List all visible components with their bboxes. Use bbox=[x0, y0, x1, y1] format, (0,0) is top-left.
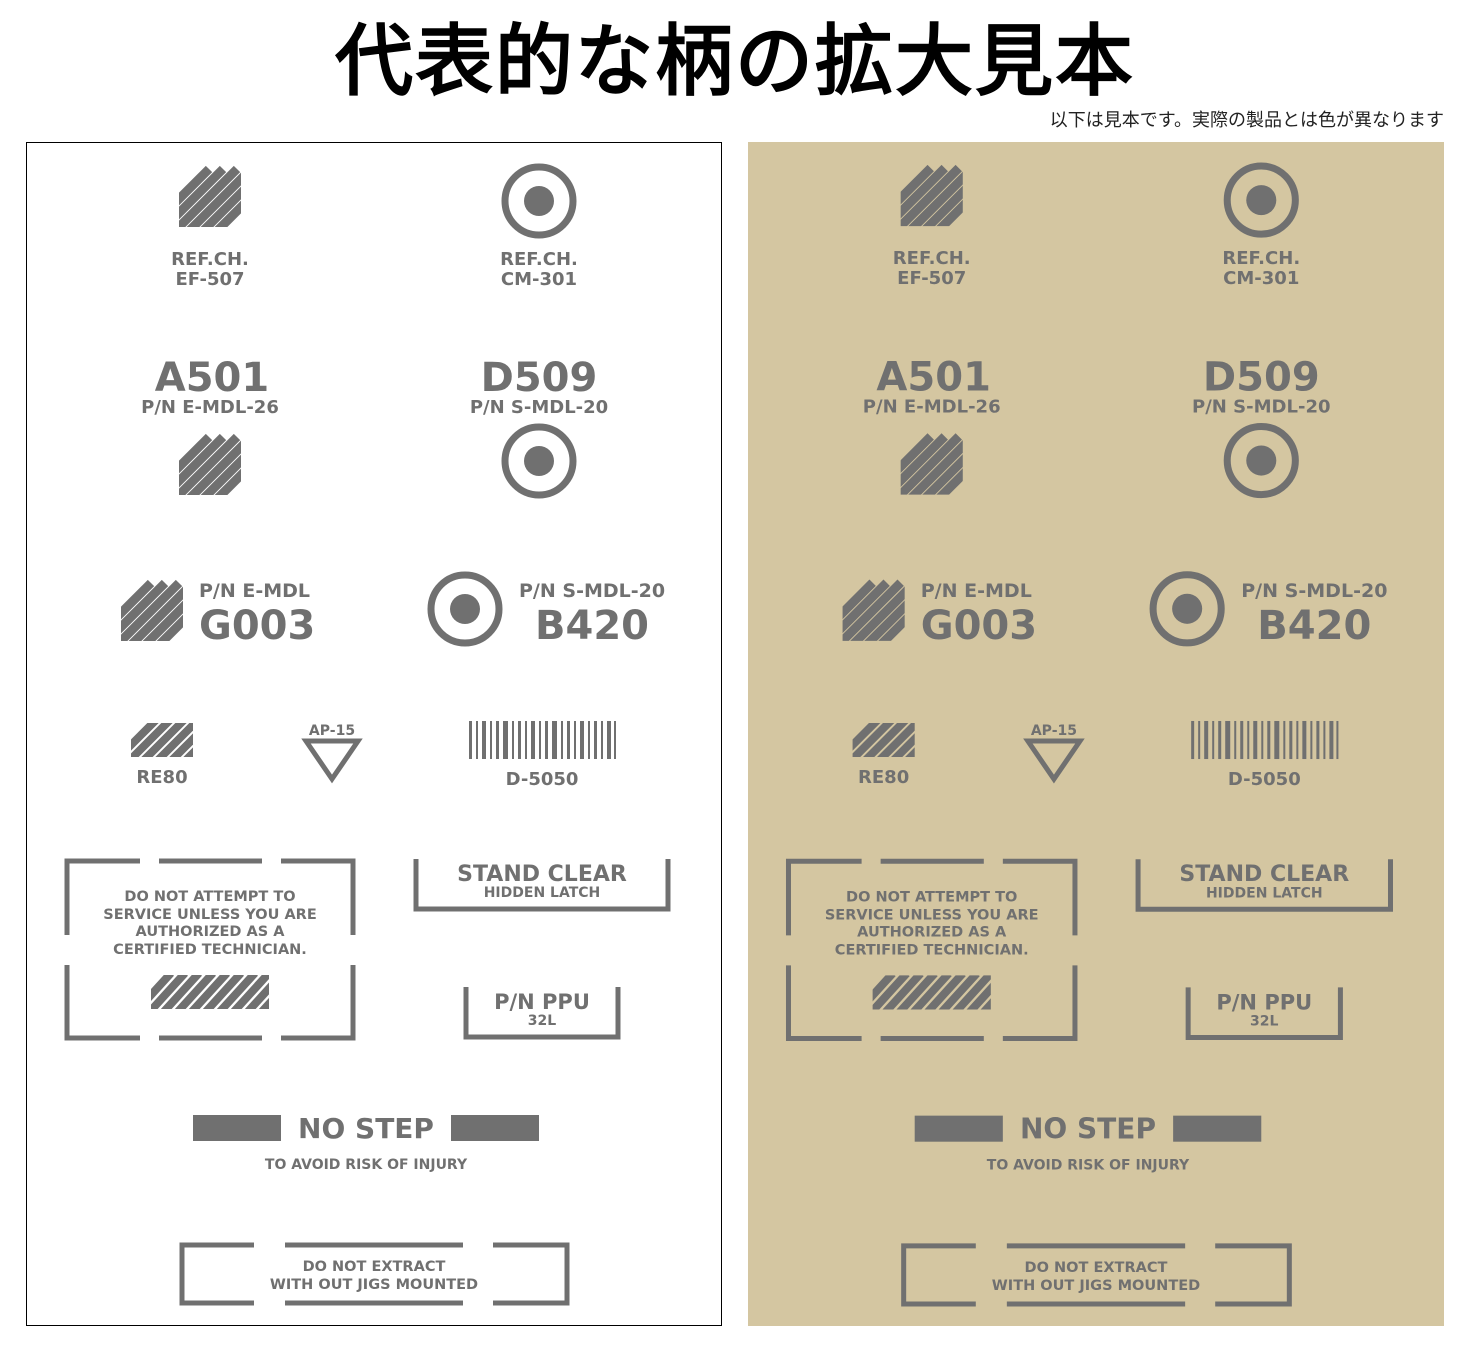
barcode-label: D-5050 bbox=[1228, 769, 1301, 790]
hazard-stripe-icon bbox=[900, 164, 963, 227]
warning-line-4: CERTIFIED TECHNICIAN. bbox=[113, 942, 307, 958]
tan-panel: REF.CH. EF-507 REF.CH. CM-301 A501 P/N E… bbox=[748, 142, 1444, 1326]
warning-bracket-frame bbox=[64, 858, 356, 1041]
warning-line-3: AUTHORIZED AS A bbox=[136, 924, 286, 940]
no-step-bar-left bbox=[914, 1115, 1003, 1142]
b420-part-number: P/N S-MDL-20 bbox=[1241, 580, 1387, 602]
no-step-title: NO STEP bbox=[1020, 1113, 1156, 1146]
hazard-stripe-icon bbox=[151, 975, 269, 1009]
warning-bracket-frame bbox=[785, 858, 1078, 1042]
warning-line-3: AUTHORIZED AS A bbox=[857, 924, 1007, 940]
g003-part-number: P/N E-MDL bbox=[921, 580, 1032, 602]
sample-note: 以下は見本です。実際の製品とは色が異なります bbox=[1049, 110, 1444, 131]
hazard-stripe-icon bbox=[179, 165, 241, 227]
stand-clear-bracket bbox=[1135, 859, 1394, 912]
barcode-icon bbox=[1191, 720, 1339, 760]
extract-line-1: DO NOT EXTRACT bbox=[1025, 1260, 1168, 1276]
target-roundel-icon bbox=[501, 423, 577, 499]
ref-ch-label: REF.CH. bbox=[893, 248, 971, 269]
stand-clear-bracket bbox=[413, 859, 671, 912]
d509-code: D509 bbox=[1203, 354, 1320, 400]
re80-label: RE80 bbox=[136, 767, 187, 788]
warning-line-4: CERTIFIED TECHNICIAN. bbox=[835, 942, 1029, 958]
ppu-sub: 32L bbox=[528, 1013, 556, 1029]
warning-line-2: SERVICE UNLESS YOU ARE bbox=[825, 907, 1039, 923]
target-roundel-icon bbox=[427, 571, 503, 647]
no-step-sub: TO AVOID RISK OF INJURY bbox=[265, 1157, 468, 1173]
a501-code: A501 bbox=[155, 355, 269, 401]
extract-bracket-frame bbox=[179, 1242, 570, 1306]
g003-code: G003 bbox=[199, 603, 315, 649]
cm-301-label: CM-301 bbox=[1223, 268, 1299, 289]
d509-part-number: P/N S-MDL-20 bbox=[1192, 396, 1331, 417]
white-panel: REF.CH. EF-507 REF.CH. CM-301 A501 P/N E… bbox=[26, 142, 722, 1326]
page-title: 代表的な柄の拡大見本 bbox=[334, 17, 1135, 107]
re80-label: RE80 bbox=[858, 767, 909, 788]
ppu-sub: 32L bbox=[1250, 1013, 1279, 1029]
ref-ch-label: REF.CH. bbox=[500, 249, 578, 270]
no-step-sub: TO AVOID RISK OF INJURY bbox=[987, 1158, 1190, 1174]
stand-clear-title: STAND CLEAR bbox=[457, 862, 627, 887]
warning-line-2: SERVICE UNLESS YOU ARE bbox=[103, 907, 317, 923]
hazard-stripe-icon bbox=[131, 723, 193, 757]
ap15-label: AP-15 bbox=[1031, 723, 1077, 739]
stand-clear-title: STAND CLEAR bbox=[1179, 862, 1349, 887]
b420-code: B420 bbox=[535, 603, 649, 649]
warning-line-1: DO NOT ATTEMPT TO bbox=[124, 889, 295, 905]
g003-part-number: P/N E-MDL bbox=[199, 580, 310, 602]
extract-line-2: WITH OUT JIGS MOUNTED bbox=[270, 1277, 478, 1293]
ref-ch-label: REF.CH. bbox=[1222, 248, 1300, 269]
no-step-bar-right bbox=[451, 1115, 539, 1141]
target-roundel-icon bbox=[1149, 571, 1225, 647]
decal-sheet-tan: REF.CH. EF-507 REF.CH. CM-301 A501 P/N E… bbox=[785, 162, 1394, 1307]
hazard-stripe-icon bbox=[121, 579, 183, 641]
no-step-title: NO STEP bbox=[298, 1112, 434, 1145]
b420-code: B420 bbox=[1257, 603, 1371, 649]
no-step-bar-right bbox=[1173, 1115, 1262, 1142]
hazard-stripe-icon bbox=[842, 579, 905, 641]
triangle-warning-icon bbox=[1023, 738, 1085, 784]
a501-part-number: P/N E-MDL-26 bbox=[863, 396, 1001, 417]
barcode-icon bbox=[469, 721, 616, 759]
ppu-bracket bbox=[463, 987, 621, 1040]
cm-301-label: CM-301 bbox=[501, 269, 577, 290]
ppu-title: P/N PPU bbox=[494, 990, 590, 1014]
d509-code: D509 bbox=[481, 355, 598, 401]
barcode-label: D-5050 bbox=[506, 769, 579, 790]
hazard-stripe-icon bbox=[872, 975, 991, 1010]
g003-code: G003 bbox=[921, 603, 1037, 649]
ef-507-label: EF-507 bbox=[175, 269, 244, 290]
d509-part-number: P/N S-MDL-20 bbox=[470, 397, 608, 418]
hazard-stripe-icon bbox=[900, 433, 963, 495]
no-step-bar-left bbox=[193, 1115, 281, 1141]
target-roundel-icon bbox=[1223, 422, 1299, 499]
ppu-title: P/N PPU bbox=[1216, 989, 1312, 1014]
ref-ch-label: REF.CH. bbox=[171, 249, 249, 270]
hazard-stripe-icon bbox=[179, 433, 241, 495]
target-roundel-icon bbox=[1223, 162, 1299, 238]
stand-clear-sub: HIDDEN LATCH bbox=[1206, 885, 1323, 901]
extract-line-2: WITH OUT JIGS MOUNTED bbox=[992, 1278, 1200, 1294]
triangle-warning-icon bbox=[301, 738, 363, 784]
target-roundel-icon bbox=[501, 163, 577, 239]
ppu-bracket bbox=[1185, 987, 1343, 1041]
decal-sheet-white: REF.CH. EF-507 REF.CH. CM-301 A501 P/N E… bbox=[64, 163, 671, 1306]
a501-code: A501 bbox=[876, 354, 991, 400]
extract-bracket-frame bbox=[901, 1243, 1292, 1307]
warning-line-1: DO NOT ATTEMPT TO bbox=[846, 889, 1017, 905]
ef-507-label: EF-507 bbox=[897, 268, 966, 289]
extract-line-1: DO NOT EXTRACT bbox=[303, 1259, 446, 1275]
b420-part-number: P/N S-MDL-20 bbox=[519, 580, 665, 602]
stand-clear-sub: HIDDEN LATCH bbox=[484, 885, 601, 901]
a501-part-number: P/N E-MDL-26 bbox=[141, 397, 279, 418]
ap15-label: AP-15 bbox=[309, 723, 355, 739]
hazard-stripe-icon bbox=[852, 722, 915, 758]
